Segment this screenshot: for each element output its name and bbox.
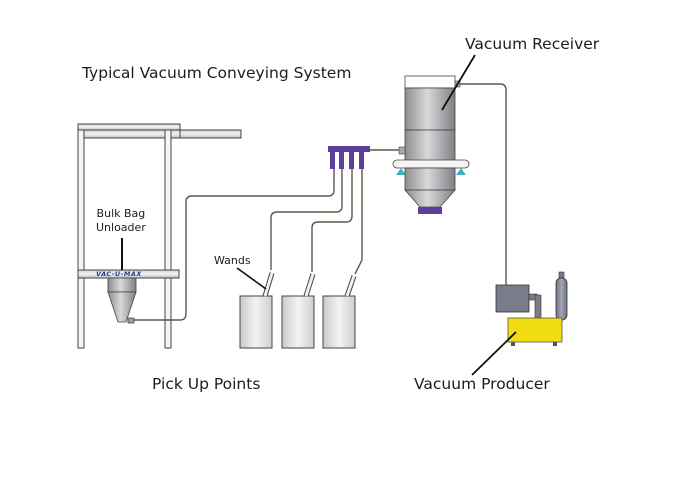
vacuum-receiver: [392, 54, 476, 214]
frame-right-leg: [164, 129, 172, 349]
frame-top-arm: [179, 129, 242, 139]
hopper-outlet: [127, 317, 135, 324]
label-vacuum-receiver: Vacuum Receiver: [465, 35, 600, 53]
line-bulkbag-to-manifold: [134, 168, 335, 321]
line-receiver-to-producer: [460, 83, 507, 285]
frame-left-leg: [77, 129, 85, 349]
hopper-cone: [107, 291, 137, 323]
label-pick-up-points: Pick Up Points: [152, 375, 261, 393]
label-bulk-bag-line1: Bulk Bag: [96, 207, 146, 220]
pick-up-bins: [236, 267, 357, 349]
line-wand3: [354, 168, 363, 275]
receiver-pointer: [441, 54, 476, 111]
line-wand1: [270, 168, 343, 270]
vacuum-producer: [471, 271, 568, 376]
label-bulk-bag-line2: Unloader: [96, 221, 146, 234]
producer-pointer: [471, 331, 517, 376]
conveying-lines: [134, 83, 507, 321]
diagram-title: Typical Vacuum Conveying System: [82, 64, 352, 82]
frame-top-beam: [77, 123, 181, 131]
bulk-bag-unloader: [77, 123, 242, 349]
hopper-top: [107, 277, 137, 293]
receiver-outlet: [418, 207, 442, 214]
label-vacuum-producer: Vacuum Producer: [414, 375, 550, 393]
line-wand2: [311, 168, 353, 272]
manifold: [328, 146, 370, 169]
label-bulk-bag-unloader: Bulk Bag Unloader: [96, 207, 146, 235]
brand-label: VAC-U-MAX: [96, 270, 142, 278]
label-wands: Wands: [214, 254, 251, 267]
wands-pointer: [236, 267, 267, 290]
